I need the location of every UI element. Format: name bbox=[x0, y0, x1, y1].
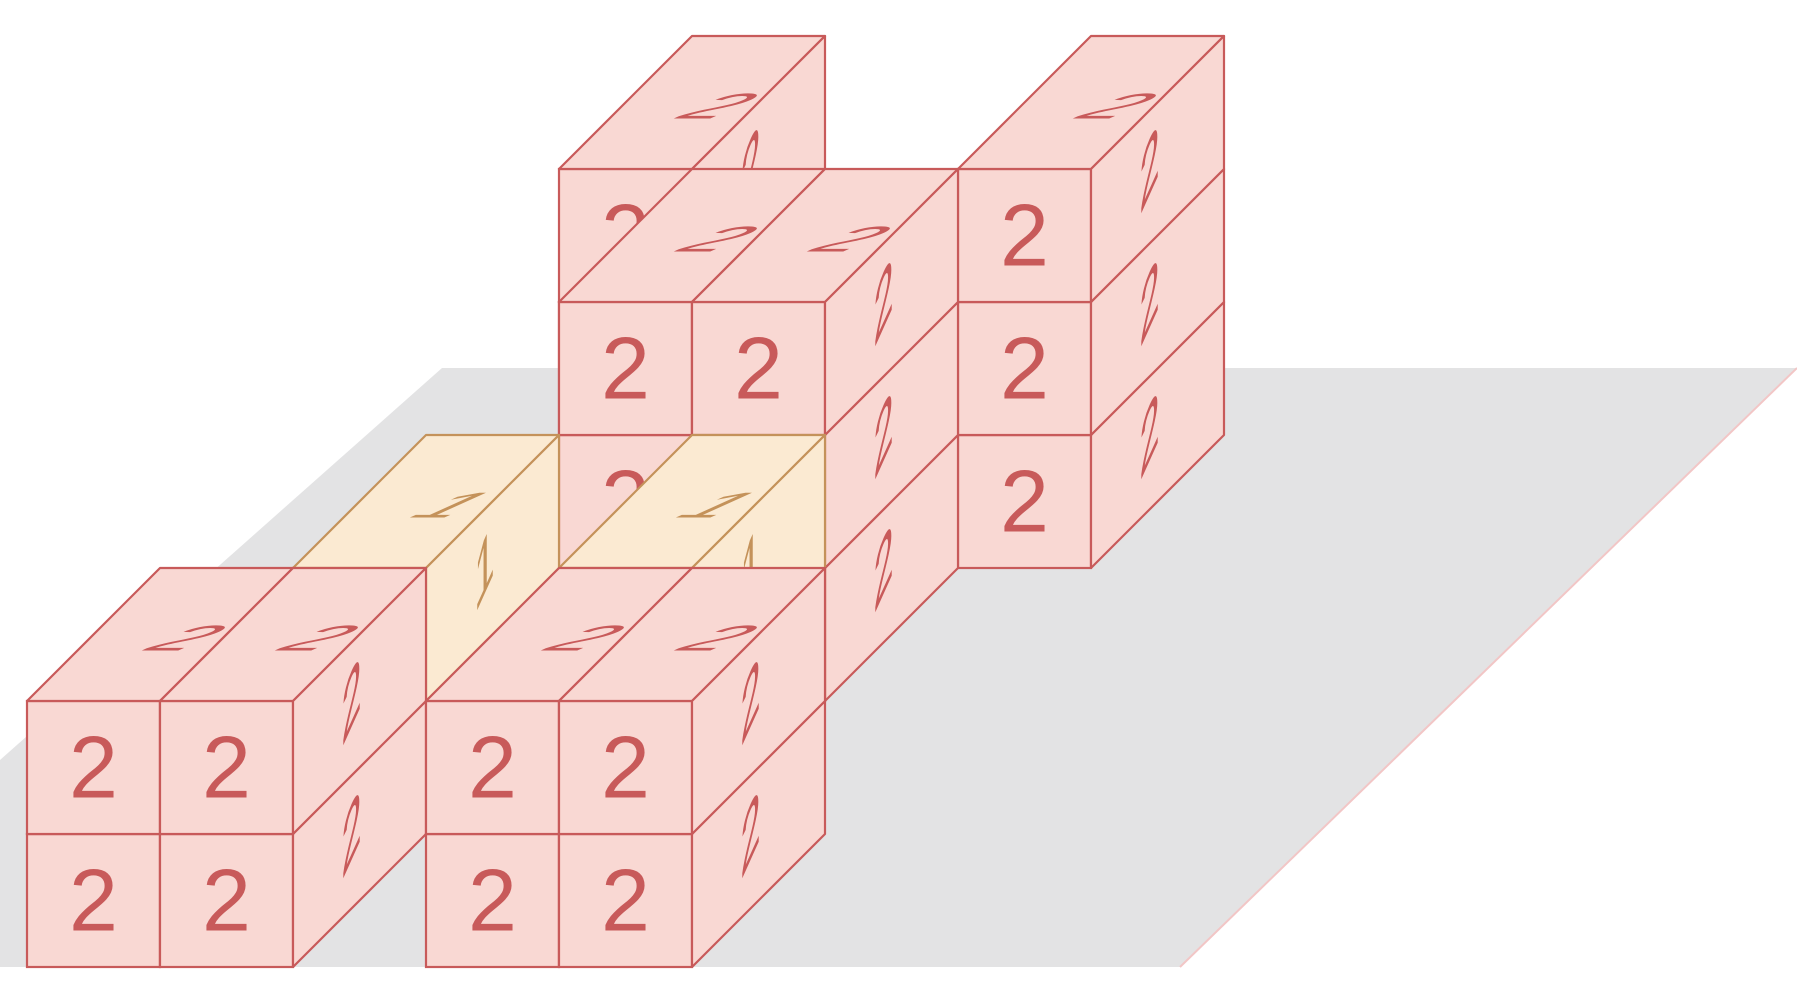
cube-right-face bbox=[291, 566, 428, 836]
cube-2-left-block-group: 222 bbox=[158, 566, 428, 836]
cube-front-label: 2 bbox=[1000, 319, 1049, 418]
cube-right-label: 2 bbox=[873, 233, 893, 367]
cube-right-label: 2 bbox=[1139, 233, 1159, 367]
cube-front-face bbox=[25, 832, 162, 969]
cube-front-face bbox=[424, 832, 561, 969]
cube-right-label: 2 bbox=[1139, 100, 1159, 234]
cube-front-label: 2 bbox=[1000, 186, 1049, 285]
cube-right-label: 2 bbox=[740, 765, 760, 899]
cube-right-face bbox=[690, 566, 827, 836]
cube-front-label: 2 bbox=[468, 718, 517, 817]
cube-front-face bbox=[557, 832, 694, 969]
cube-front-face bbox=[956, 167, 1093, 304]
cube-front-label: 2 bbox=[601, 319, 650, 418]
cube-right-label: 1 bbox=[474, 499, 494, 633]
floor-edge bbox=[1179, 367, 1797, 968]
cubes-layer: 2222222222222222222222222222222222221111… bbox=[25, 34, 1226, 969]
cube-front-label: 2 bbox=[734, 319, 783, 418]
cube-2-back-right-column: 222 bbox=[956, 34, 1226, 304]
cube-front-label: 2 bbox=[1000, 452, 1049, 551]
cube-right-label: 2 bbox=[341, 765, 361, 899]
cube-front-face bbox=[158, 699, 295, 836]
cube-front-face bbox=[557, 300, 694, 437]
cube-2-right-block-group: 222 bbox=[557, 566, 827, 836]
cube-front-face bbox=[557, 699, 694, 836]
cube-front-label: 2 bbox=[601, 718, 650, 817]
cube-right-label: 2 bbox=[1139, 366, 1159, 500]
cube-front-face bbox=[956, 300, 1093, 437]
cube-front-face bbox=[424, 699, 561, 836]
cube-right-label: 2 bbox=[341, 632, 361, 766]
cube-front-face bbox=[158, 832, 295, 969]
cube-2-middle-wall: 222 bbox=[690, 167, 960, 437]
cube-front-label: 2 bbox=[69, 851, 118, 950]
cube-right-label: 2 bbox=[873, 366, 893, 500]
cube-right-face bbox=[823, 167, 960, 437]
cube-front-label: 2 bbox=[202, 718, 251, 817]
cube-front-label: 2 bbox=[202, 851, 251, 950]
cube-front-label: 2 bbox=[601, 851, 650, 950]
cube-right-face bbox=[1089, 34, 1226, 304]
cube-front-label: 2 bbox=[69, 718, 118, 817]
cube-front-label: 2 bbox=[468, 851, 517, 950]
cube-right-label: 2 bbox=[873, 499, 893, 633]
cube-front-face bbox=[25, 699, 162, 836]
cube-right-label: 2 bbox=[740, 632, 760, 766]
